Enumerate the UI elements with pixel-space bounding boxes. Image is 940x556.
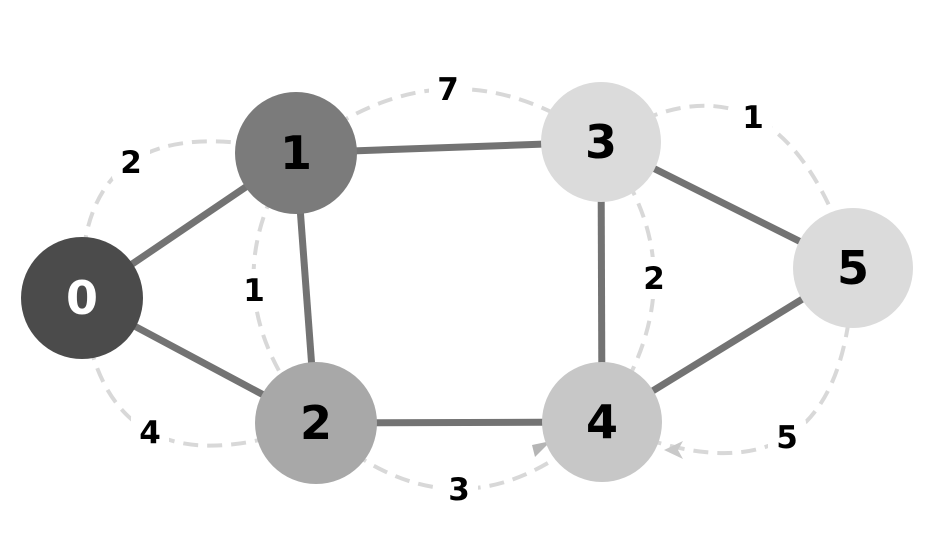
node-label-4: 4	[586, 395, 618, 449]
weight-bbox-0-2	[131, 411, 169, 453]
weight-label-3-5: 1	[742, 100, 764, 136]
node-label-0: 0	[66, 271, 98, 325]
node-2	[255, 362, 377, 484]
weight-label-layer: 2 4 1 7 2 3 1 5	[112, 68, 806, 510]
node-label-layer: 0 1 2 3 4 5	[66, 115, 869, 450]
node-0	[21, 237, 143, 359]
weight-label-1-2: 1	[243, 273, 265, 309]
weight-label-0-2: 4	[139, 415, 161, 451]
weight-bbox-0-1	[112, 141, 150, 183]
arrowhead-5-4	[664, 441, 683, 459]
weight-bbox-3-5	[734, 96, 772, 138]
arrow-layer	[532, 441, 683, 459]
weight-bbox-3-4	[635, 257, 673, 299]
node-4	[542, 362, 662, 482]
node-layer	[21, 82, 913, 484]
node-label-1: 1	[280, 126, 312, 180]
weight-label-1-3: 7	[437, 72, 459, 108]
weight-bbox-2-4	[440, 468, 478, 510]
node-1	[235, 92, 357, 214]
node-3	[541, 82, 661, 202]
weight-label-0-1: 2	[120, 145, 142, 181]
weight-label-4-5: 5	[776, 420, 798, 456]
weight-bbox-1-3	[429, 68, 467, 110]
arrowhead-2-4	[532, 441, 551, 457]
node-label-5: 5	[837, 241, 869, 295]
node-5	[793, 208, 913, 328]
weight-bbox-4-5	[768, 416, 806, 458]
weight-label-2-4: 3	[448, 472, 470, 508]
weight-label-3-4: 2	[643, 261, 665, 297]
node-label-2: 2	[300, 396, 332, 450]
node-label-3: 3	[585, 115, 617, 169]
edge-layer	[80, 138, 855, 427]
weight-bbox-1-2	[235, 269, 273, 311]
